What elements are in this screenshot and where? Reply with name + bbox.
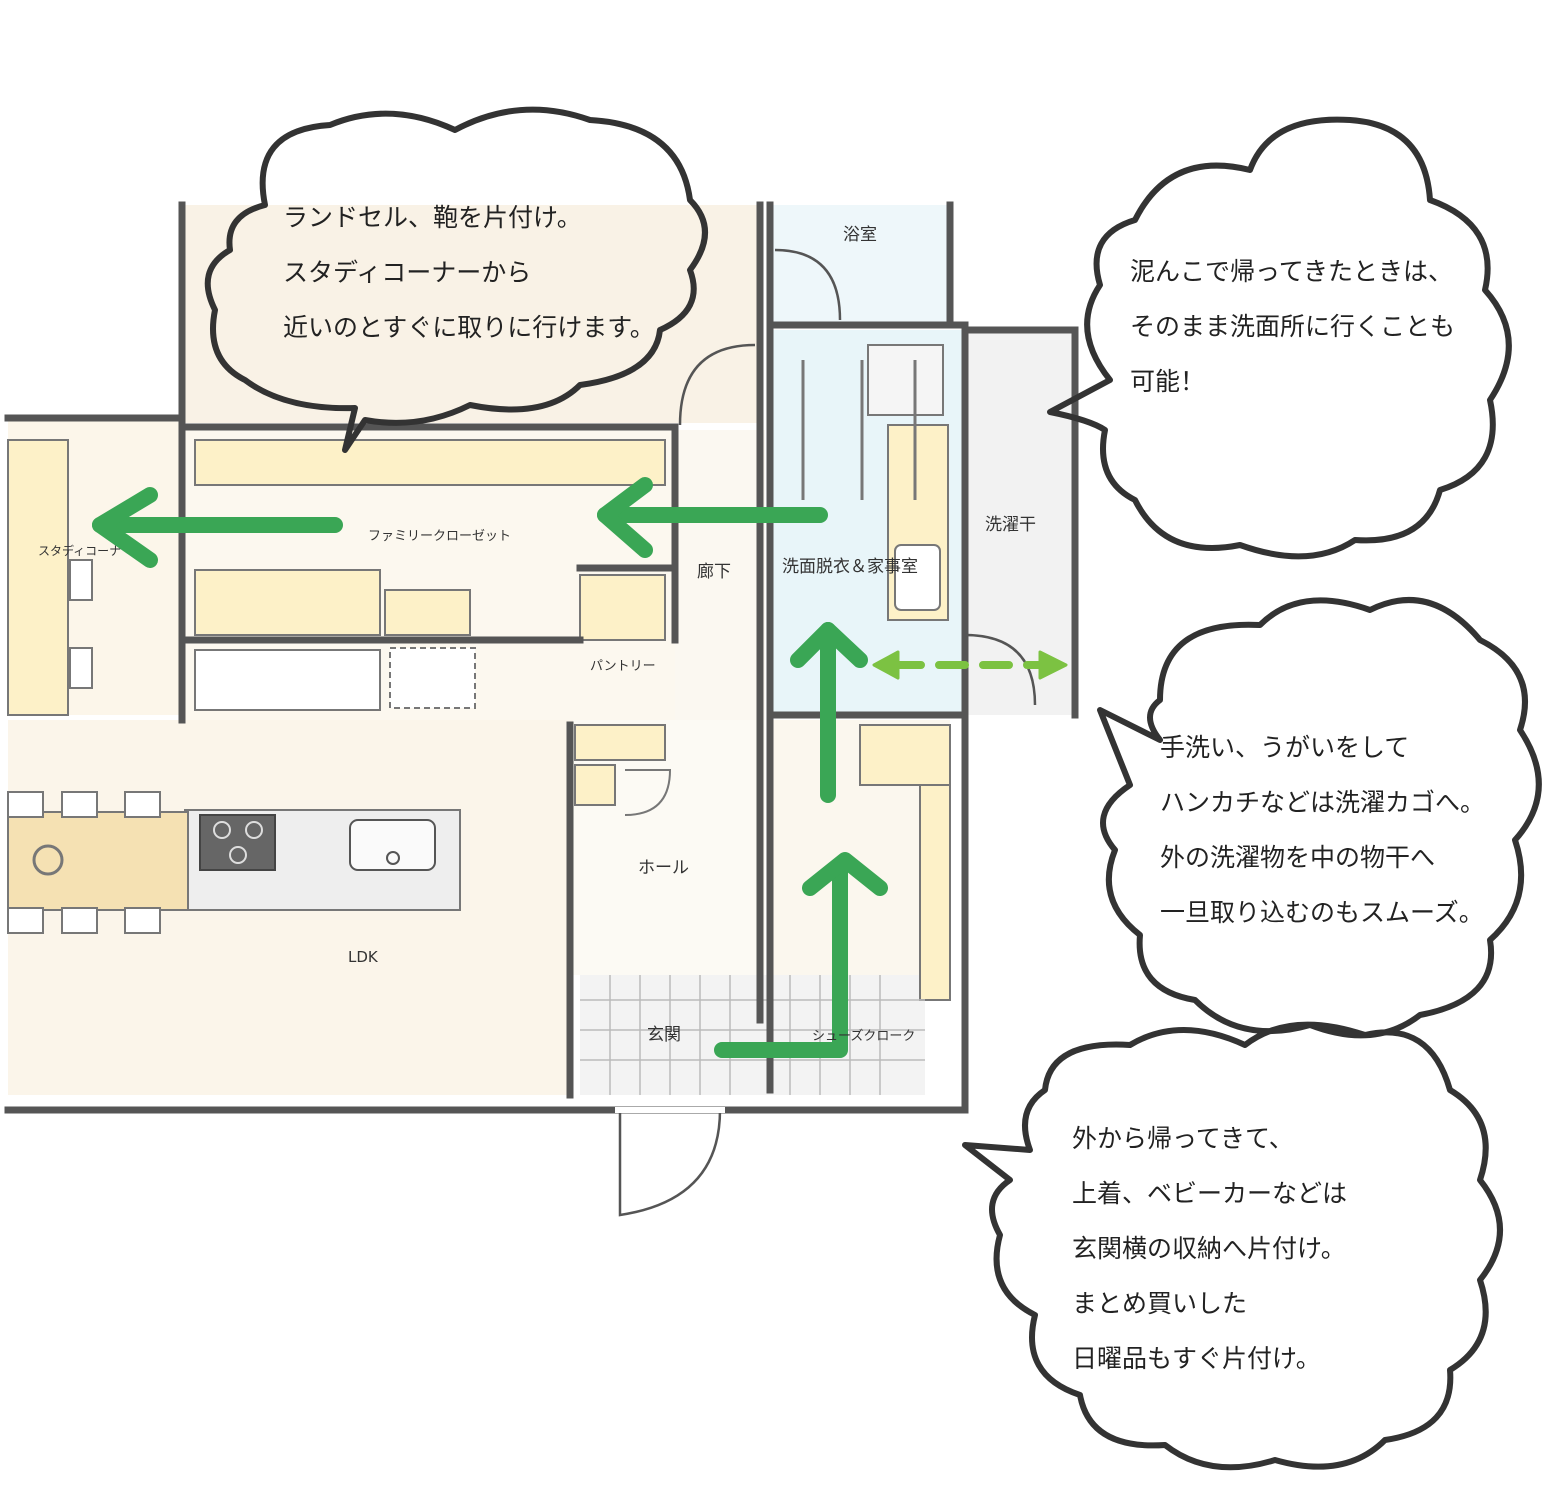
room-hall <box>573 720 765 975</box>
bubble-right-bottom-line-2: 上着、ベビーカーなどは <box>1072 1179 1348 1208</box>
dining-chair-1 <box>7 791 44 818</box>
stove-burner-2 <box>245 821 263 839</box>
bubble-top-line-3: 近いのとすぐに取りに行けます。 <box>283 313 655 342</box>
room-laundry-dry <box>965 330 1075 715</box>
pantry-shelf <box>579 574 666 641</box>
doors <box>615 248 1037 1217</box>
label-entrance: 玄関 <box>647 1025 681 1045</box>
furniture <box>7 344 951 1001</box>
room-labels: 浴室 洗濯干 ファミリークローゼット スタディコーナ 廊下 洗面脱衣＆家事室 パ… <box>38 225 1036 1045</box>
fridge-space <box>389 647 476 709</box>
stove-burner-1 <box>213 821 231 839</box>
bubble-right-bottom-line-3: 玄関横の収納へ片付け。 <box>1072 1234 1346 1263</box>
walls <box>4 201 1079 1114</box>
bubble-right-middle-line-1: 手洗い、うがいをして <box>1160 733 1410 762</box>
room-bedroom-top <box>180 205 760 423</box>
sink-drain <box>386 851 400 865</box>
label-laundry-dry: 洗濯干 <box>985 515 1036 535</box>
cloud-right-top <box>1047 116 1512 560</box>
dining-chair-6 <box>124 907 161 934</box>
arrow-to-washroom-head <box>790 622 868 668</box>
bubble-right-top-line-1: 泥んこで帰ってきたときは、 <box>1130 257 1454 286</box>
label-family-closet: ファミリークローゼット <box>368 529 511 544</box>
room-bath <box>770 205 950 325</box>
bubble-right-bottom-text: 外から帰ってきて、 上着、ベビーカーなどは 玄関横の収納へ片付け。 まとめ買いし… <box>1072 1111 1347 1386</box>
bubble-right-middle-text: 手洗い、うがいをして ハンカチなどは洗濯カゴへ。 外の洗濯物を中の物干へ 一旦取… <box>1160 720 1485 940</box>
label-study-corner: スタディコーナ <box>38 543 121 558</box>
bubble-top-text: ランドセル、鞄を片付け。 スタディコーナーから 近いのとすぐに取りに行けます。 <box>283 190 655 355</box>
bubble-right-top-line-3: 可能！ <box>1130 367 1206 396</box>
arrow-laundry-head-right <box>1038 650 1068 680</box>
kitchen-cabinet-low <box>194 649 381 711</box>
bubble-top-line-2: スタディコーナーから <box>283 258 532 287</box>
hall-door-arc <box>624 769 672 816</box>
bubble-right-top-line-2: そのまま洗面所に行くことも <box>1130 312 1456 341</box>
bubble-right-bottom-line-4: まとめ買いした <box>1072 1289 1248 1318</box>
cloud-right-middle <box>1097 597 1542 1039</box>
route-arrows <box>92 477 1068 1058</box>
speech-clouds <box>204 106 1542 1471</box>
cloak-shelf <box>859 724 951 786</box>
cloud-right-bottom <box>962 1021 1503 1471</box>
bubble-right-middle-line-2: ハンカチなどは洗濯カゴへ。 <box>1160 788 1486 817</box>
closet-shelf-top <box>194 439 666 486</box>
label-washroom: 洗面脱衣＆家事室 <box>782 557 918 577</box>
closet-shelf-mid <box>384 589 471 636</box>
label-ldk: LDK <box>348 948 379 966</box>
stove-burner-3 <box>229 846 247 864</box>
label-hallway: 廊下 <box>697 562 731 582</box>
study-desk <box>7 439 69 716</box>
stove <box>199 814 276 871</box>
cloak-shelf-side <box>919 784 951 1001</box>
dining-chair-4 <box>7 907 44 934</box>
arrow-to-study-head <box>92 487 158 568</box>
study-chair-1 <box>69 559 93 601</box>
arrow-to-closet-head <box>597 477 653 558</box>
study-chair-2 <box>69 647 93 689</box>
bubble-right-middle-line-4: 一旦取り込むのもスムーズ。 <box>1160 898 1484 927</box>
bubble-top-line-1: ランドセル、鞄を片付け。 <box>283 203 582 232</box>
bubble-right-top-text: 泥んこで帰ってきたときは、 そのまま洗面所に行くことも 可能！ <box>1130 244 1455 409</box>
bubble-right-bottom-line-1: 外から帰ってきて、 <box>1072 1124 1294 1153</box>
washing-machine <box>867 344 944 416</box>
arrow-laundry-head-left <box>872 650 900 680</box>
bubble-right-bottom-line-5: 日曜品もすぐ片付け。 <box>1072 1344 1321 1373</box>
wash-basin <box>894 544 941 611</box>
bath-door <box>774 248 842 321</box>
hall-storage-1 <box>574 724 666 761</box>
room-entrance <box>580 975 925 1095</box>
kitchen-sink <box>349 819 436 871</box>
label-pantry: パントリー <box>590 659 656 674</box>
cloud-top <box>204 106 708 453</box>
label-bath: 浴室 <box>843 225 877 245</box>
arrow-entrance-route <box>714 860 848 1058</box>
arrow-entrance-route-head <box>802 852 888 896</box>
dining-chair-3 <box>124 791 161 818</box>
closet-shelf-left <box>194 569 381 636</box>
dining-table <box>7 811 189 911</box>
laundry-door <box>964 633 1037 706</box>
table-centerpiece <box>32 844 64 876</box>
entrance-door <box>618 1109 722 1217</box>
label-hall: ホール <box>638 858 689 878</box>
dining-chair-2 <box>61 791 98 818</box>
entrance-tiles <box>580 975 925 1095</box>
label-shoes-cloak: シューズクローク <box>812 1028 915 1044</box>
hall-storage-2 <box>574 764 616 806</box>
bedroom-door <box>678 343 756 426</box>
bubble-right-middle-line-3: 外の洗濯物を中の物干へ <box>1160 843 1436 872</box>
dining-chair-5 <box>61 907 98 934</box>
